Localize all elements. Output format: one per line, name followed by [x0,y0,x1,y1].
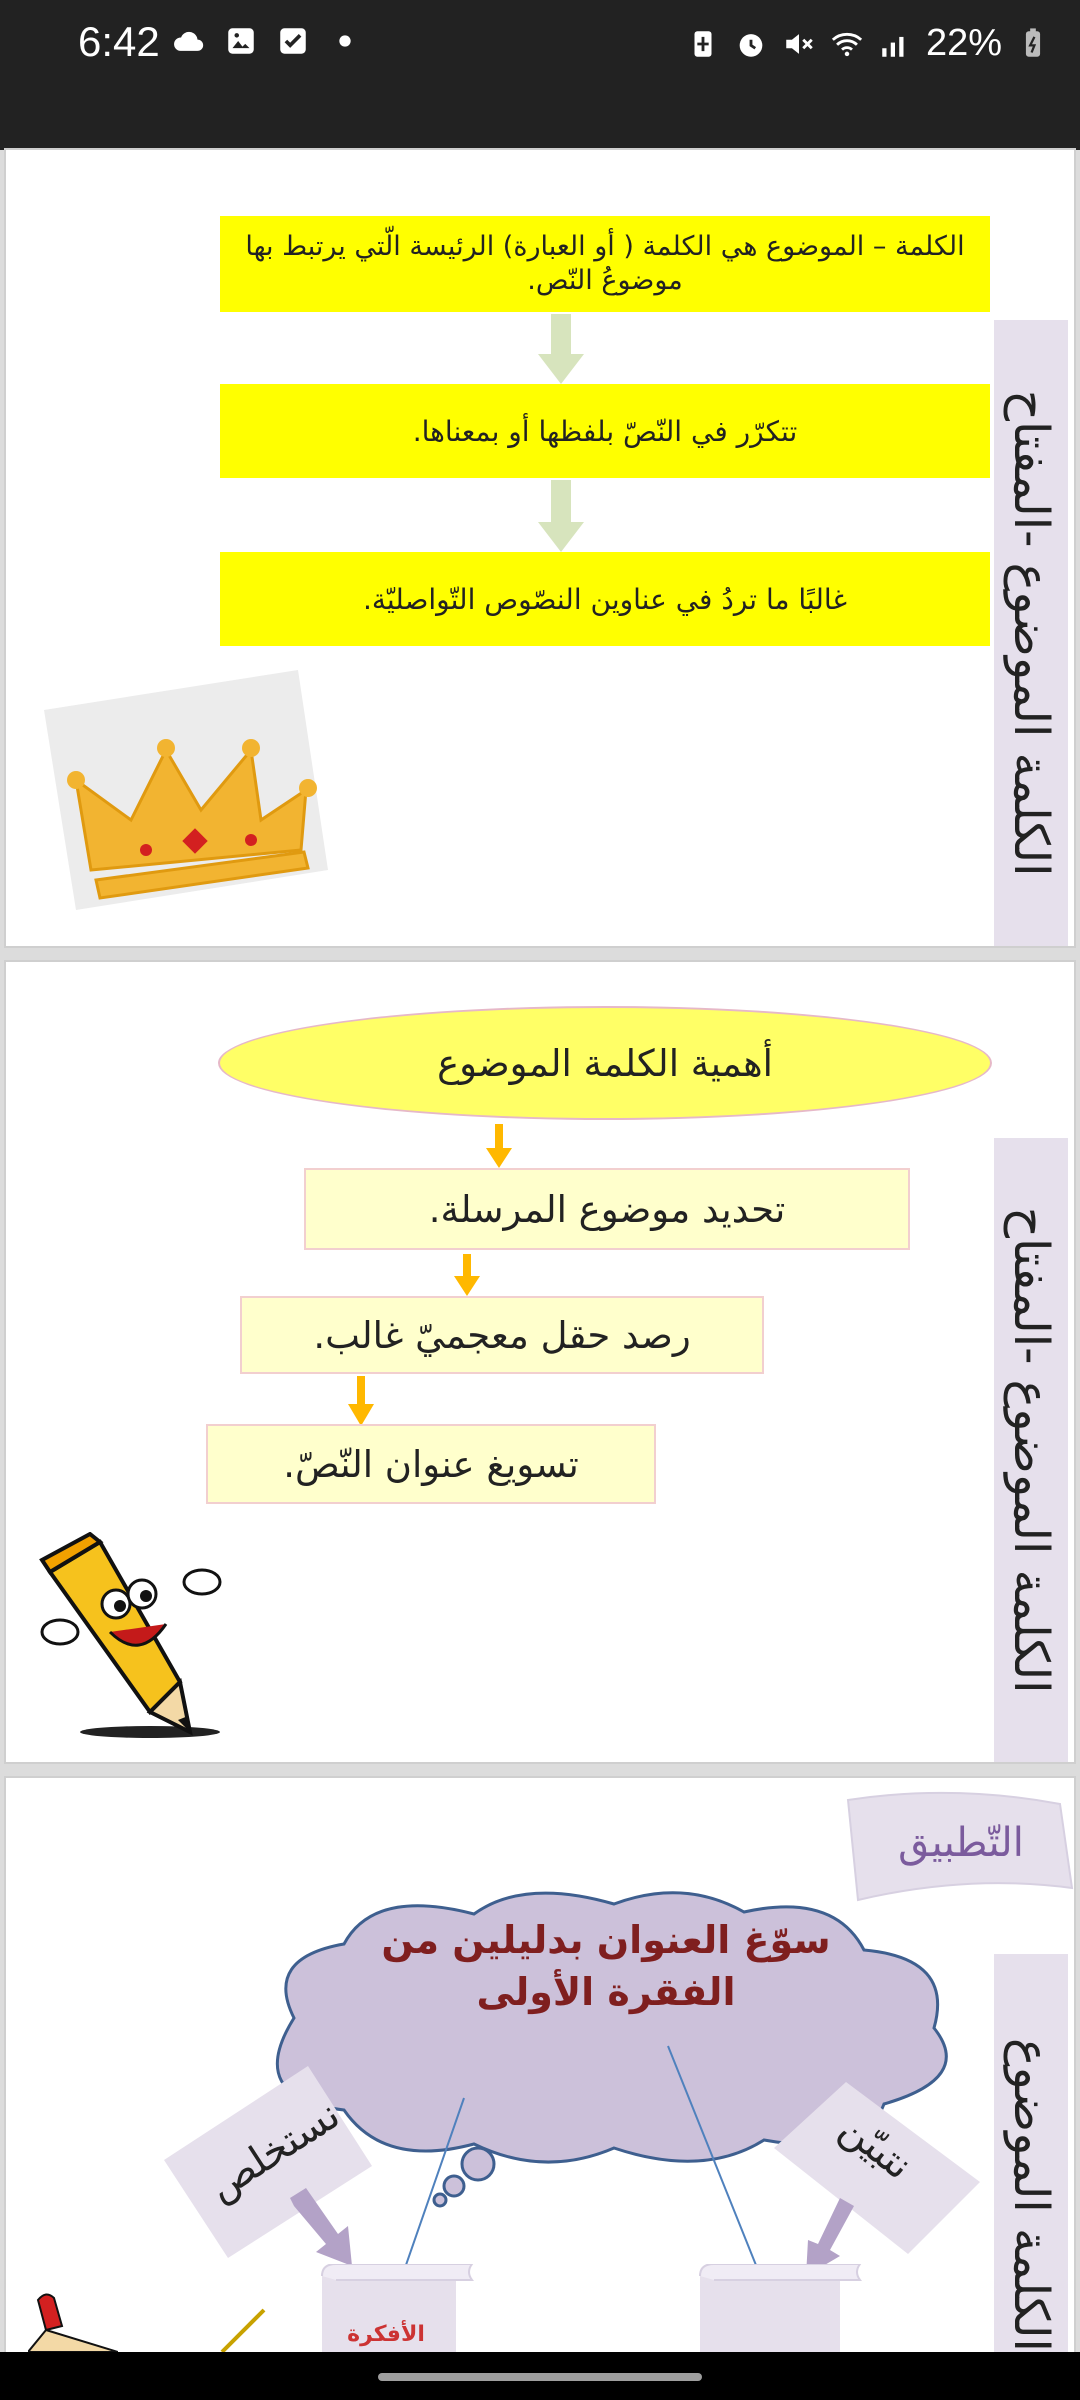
importance-item-2: رصد حقل معجميّ غالب. [240,1296,764,1374]
clock: 6:42 [78,18,160,65]
repetition-text: تتكرّر في النّصّ بلفظها أو بمعناها. [412,414,798,448]
battery-saver-icon [694,30,712,57]
slide-2: الكلمة الموضوع -المفتاح أهمية الكلمة الم… [6,962,1074,1762]
scroll-left-icon [321,2264,474,2352]
thought-cloud-icon [275,1891,948,2208]
repetition-box: تتكرّر في النّصّ بلفظها أو بمعناها. [220,384,990,478]
arrow-down-icon [538,480,584,552]
importance-title: أهمية الكلمة الموضوع [437,1041,773,1085]
battery-icon [1025,27,1041,57]
slide-side-bar [994,1954,1068,2352]
label-card-right [774,2082,980,2254]
definition-text: الكلمة – الموضوع هي الكلمة ( أو العبارة)… [245,231,965,296]
arrow-diagonal-icon [806,2198,854,2276]
slide-side-bar [994,320,1068,946]
slide-side-bar [994,1138,1068,1762]
importance-item-3: تسويغ عنوان النّصّ. [206,1424,656,1504]
scroll-right-icon [699,2264,862,2352]
status-bar: 6:42 22% [0,0,1080,150]
arrow-down-icon [486,1124,512,1168]
definition-box: الكلمة – الموضوع هي الكلمة ( أو العبارة)… [220,216,990,312]
side-title-text: الكلمة الموضوع -المفتاح [1003,1206,1059,1694]
application-banner: التّطبيق [866,1820,1056,1866]
battery-percent: 22% [925,22,1002,64]
arrow-down-icon [454,1254,480,1296]
signal-icon [882,36,904,57]
titles-box: غالبًا ما تردُ في عناوين النصّوص التّواص… [220,552,990,646]
question-text: سوّغ العنوان بدليلين من الفقرة الأولى [336,1914,876,2018]
importance-item-1-text: تحديد موضوع المرسلة. [428,1187,786,1231]
banner-shape [846,1791,1074,1902]
slide-side-title: الكلمة الموضوع -المفتاح [994,1138,1068,1762]
arrow-down-icon [348,1376,374,1426]
arrow-diagonal-icon [290,2188,352,2266]
importance-item-3-text: تسويغ عنوان النّصّ. [283,1442,579,1486]
home-gesture-handle[interactable] [378,2373,702,2381]
crown-icon [44,670,328,910]
importance-ellipse: أهمية الكلمة الموضوع [218,1006,992,1120]
cloud-icon [174,31,204,51]
slide-1: الكلمة الموضوع -المفتاح الكلمة – الموضوع… [6,150,1074,946]
titles-text: غالبًا ما تردُ في عناوين النصّوص التّواص… [362,582,848,616]
arrow-down-icon [538,314,584,384]
scroll-left-text: الأفكرة [326,2322,446,2347]
checkbox-icon [280,28,306,54]
notification-icons [172,24,362,58]
pencil-mascot-icon [39,1532,222,1738]
side-title-text: الكلمة الموضوع -المفتاح [1003,389,1059,877]
importance-item-2-text: رصد حقل معجميّ غالب. [313,1313,691,1357]
dot-icon [339,35,351,47]
image-icon [228,28,254,54]
system-icons: 22% [686,22,1050,65]
slide-side-title: الكلمة الموضوع -المفتاح [994,320,1068,946]
question-text-content: سوّغ العنوان بدليلين من الفقرة الأولى [381,1918,831,2014]
pen-tip-icon [28,2293,118,2352]
pencil-stick-icon [220,2308,266,2352]
banner-text: التّطبيق [898,1820,1024,1866]
slide-side-title: الكلمة الموضوع [994,1954,1068,2352]
scroll-left-text-content: الأفكرة [347,2322,425,2347]
side-title-text: الكلمة الموضوع [1003,2038,1059,2352]
importance-item-1: تحديد موضوع المرسلة. [304,1168,910,1250]
slide-3: الكلمة الموضوع التّطبيق سوّغ العنوان بدل… [6,1778,1074,2352]
mute-icon [786,33,813,54]
wifi-icon [831,32,863,56]
alarm-icon [739,33,763,57]
label-card-left [164,2066,372,2258]
